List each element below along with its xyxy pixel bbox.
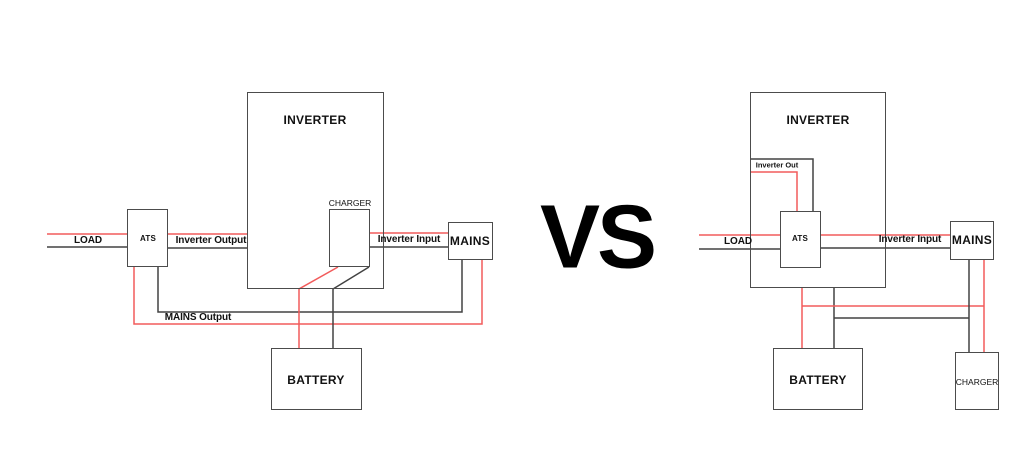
- left-inverter-input-label: Inverter Input: [377, 234, 441, 245]
- left-battery-box: [271, 348, 362, 410]
- left-inverter-label: INVERTER: [283, 113, 347, 127]
- left-load-label: LOAD: [74, 235, 102, 246]
- left-mains-output-label: MAINS Output: [164, 312, 232, 323]
- left-charger-battery-live-wire: [298, 266, 339, 348]
- right-mains-box: [950, 221, 994, 260]
- right-inverter-label: INVERTER: [786, 113, 850, 127]
- left-mains-label: MAINS: [449, 234, 491, 248]
- right-diagram-wires: [699, 158, 985, 352]
- right-ats-box: [780, 211, 821, 268]
- vs-label: VS: [539, 187, 657, 288]
- left-mains-output-neutral-wire: [157, 260, 463, 313]
- left-mains-box: [448, 222, 493, 260]
- left-mains-output-live-wire: [133, 260, 483, 325]
- left-battery-label: BATTERY: [287, 373, 345, 387]
- left-ats-box: [127, 209, 168, 267]
- left-ats-label: ATS: [139, 234, 157, 243]
- right-charger-box: [955, 352, 999, 410]
- right-battery-box: [773, 348, 863, 410]
- right-load-label: LOAD: [724, 236, 752, 247]
- right-inverter-out-label: Inverter Out: [755, 160, 799, 170]
- right-inverter-box: [750, 92, 886, 288]
- right-inverter-out-live-wire: [750, 171, 798, 211]
- left-charger-label: CHARGER: [328, 197, 372, 208]
- right-inverter-input-label: Inverter Input: [878, 234, 942, 245]
- right-battery-label: BATTERY: [789, 373, 847, 387]
- left-charger-box: [329, 209, 370, 267]
- right-ats-label: ATS: [791, 234, 809, 243]
- left-inverter-box: [247, 92, 384, 289]
- right-mains-label: MAINS: [951, 233, 993, 247]
- right-inverter-out-neutral-wire: [750, 158, 814, 211]
- left-charger-battery-neutral-wire: [332, 266, 370, 348]
- left-inverter-output-label: Inverter Output: [175, 235, 247, 246]
- right-charger-label: CHARGER: [955, 376, 999, 387]
